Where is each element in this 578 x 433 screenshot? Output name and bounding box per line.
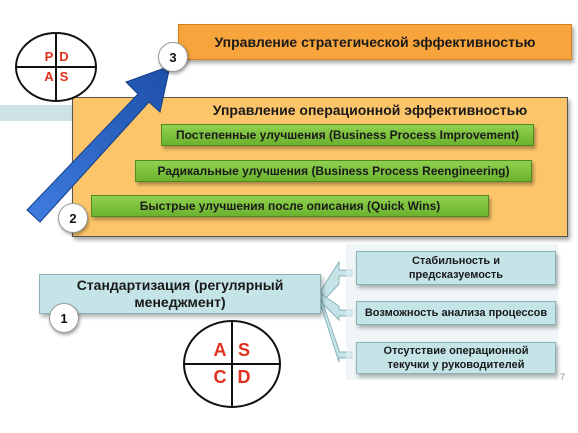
- pdsa-p: P: [45, 49, 54, 64]
- operational-title: Управление операционной эффективностью: [212, 102, 528, 118]
- benefit-stability-line1: Стабильность и: [411, 255, 501, 267]
- pdsa-a: A: [44, 69, 54, 84]
- bpr-label: Радикальные улучшения (Business Process …: [157, 164, 510, 178]
- ascd-c: C: [214, 367, 227, 387]
- standardization-line1: Стандартизация (регулярный: [76, 277, 284, 293]
- bpi-label: Постепенные улучшения (Business Process …: [175, 128, 520, 142]
- benefit-stability-line2: предсказуемость: [408, 269, 504, 281]
- benefit-stability: Стабильность и предсказуемость: [356, 251, 556, 285]
- pdsa-d: D: [59, 49, 68, 64]
- step-1-badge: 1: [49, 303, 79, 333]
- ascd-cycle-icon: A S C D: [183, 320, 281, 408]
- page-number: 7: [560, 372, 566, 382]
- bpr-box: Радикальные улучшения (Business Process …: [135, 160, 532, 182]
- ascd-s: S: [238, 340, 250, 360]
- pdsa-cycle-icon: P D A S: [15, 32, 97, 102]
- benefit-analysis: Возможность анализа процессов: [356, 301, 556, 325]
- standardization-box: Стандартизация (регулярный менеджмент): [39, 274, 321, 314]
- ascd-d: D: [238, 367, 251, 387]
- benefit-analysis-label: Возможность анализа процессов: [364, 307, 548, 319]
- benefit-no-routine-line2: текучки у руководителей: [387, 359, 525, 371]
- quick-wins-box: Быстрые улучшения после описания (Quick …: [91, 195, 489, 217]
- pdsa-s: S: [60, 69, 69, 84]
- step-2-badge: 2: [58, 203, 88, 233]
- ascd-a: A: [214, 340, 227, 360]
- benefit-no-routine: Отсутствие операционной текучки у руково…: [356, 342, 556, 374]
- strategic-efficiency-box: Управление стратегической эффективностью: [178, 24, 572, 60]
- strategic-title: Управление стратегической эффективностью: [214, 34, 536, 50]
- standardization-line2: менеджмент): [134, 294, 226, 310]
- quick-wins-label: Быстрые улучшения после описания (Quick …: [139, 199, 441, 213]
- bpi-box: Постепенные улучшения (Business Process …: [161, 124, 534, 146]
- step-3-badge: 3: [158, 42, 188, 72]
- benefit-no-routine-line1: Отсутствие операционной: [383, 345, 529, 357]
